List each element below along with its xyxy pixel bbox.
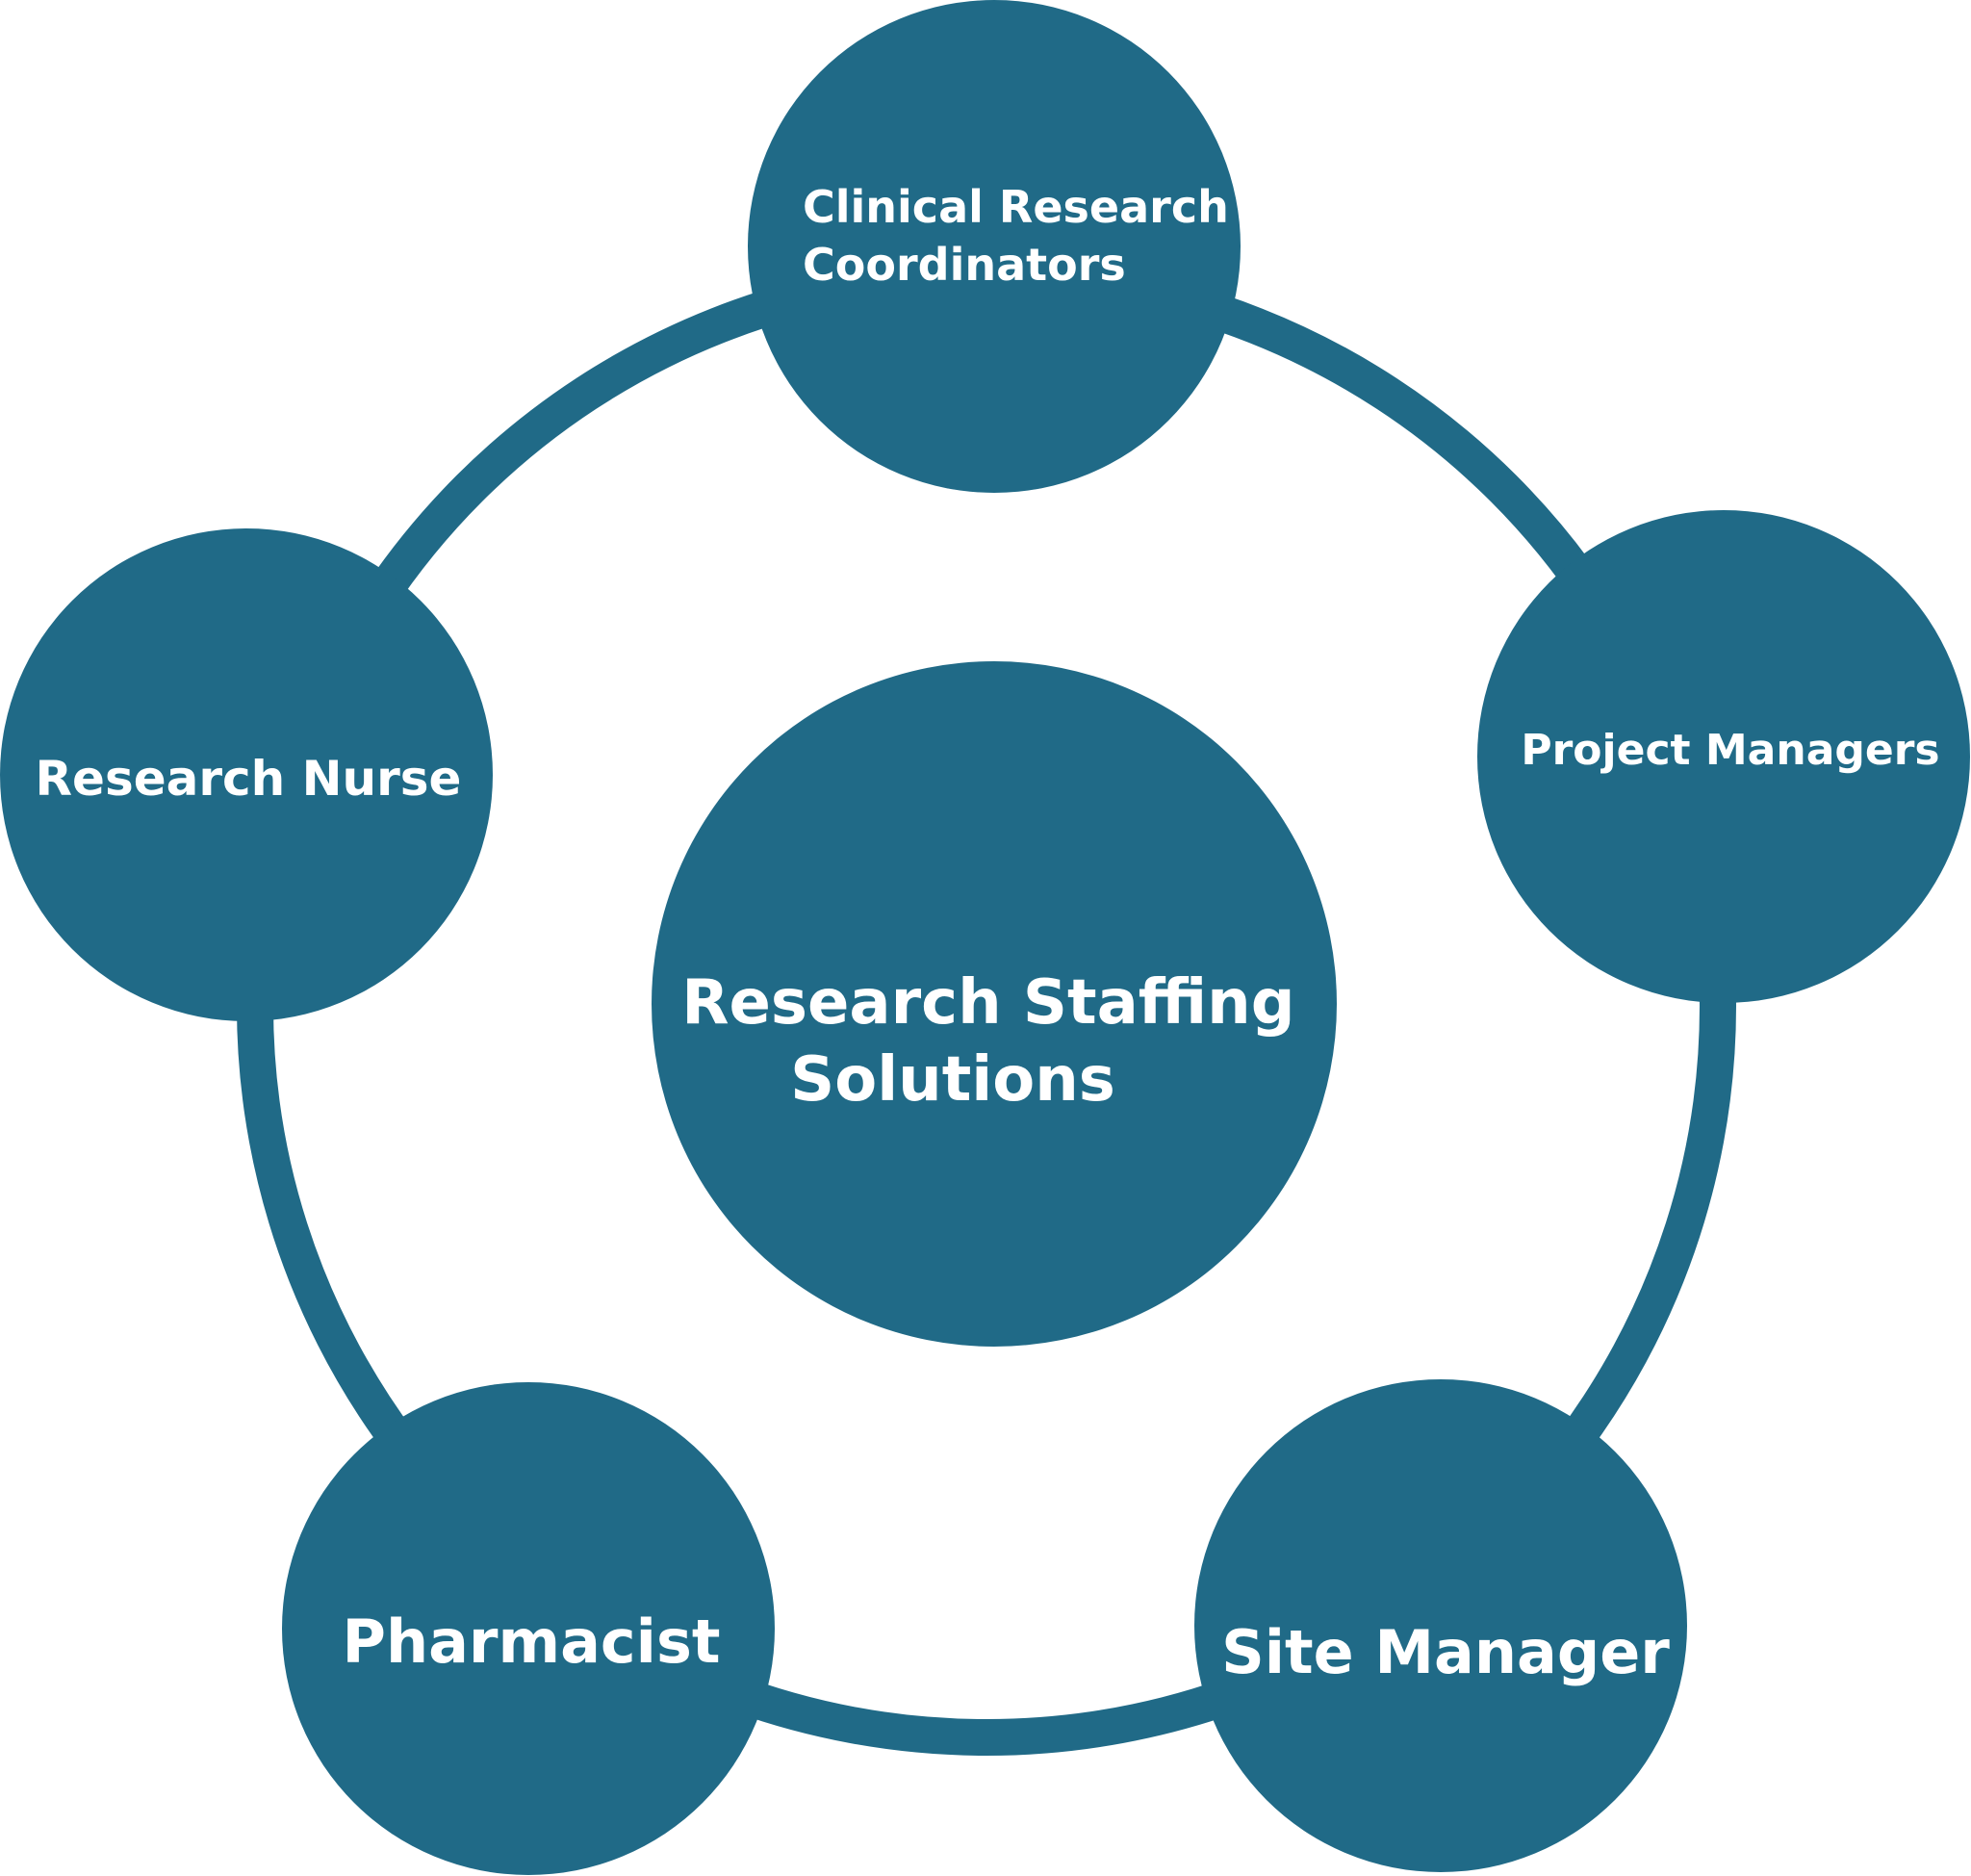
node-circle [0,528,493,1021]
node-circle [1477,510,1970,1003]
node-label: Site Manager [1221,1617,1670,1687]
node-label: Clinical Research Coordinators [803,181,1244,291]
node-label-line-1: Clinical Research [803,181,1229,233]
node-label: Research Nurse [36,751,462,807]
center-label: Research Staffing Solutions [681,967,1317,1116]
node-label-line-1: Project Managers [1521,726,1939,775]
node-label-line-2: Coordinators [803,239,1126,291]
center-node: Research Staffing Solutions [652,661,1337,1347]
center-label-line-1: Research Staffing [681,967,1294,1039]
node-label: Pharmacist [343,1606,721,1677]
node-clinical-research-coordinators[interactable]: Clinical Research Coordinators [748,0,1244,493]
node-project-managers[interactable]: Project Managers [1477,510,1970,1003]
node-circle [1194,1379,1687,1872]
node-circle [748,0,1241,493]
node-research-nurse[interactable]: Research Nurse [0,528,493,1021]
center-circle [652,661,1337,1347]
node-label: Project Managers [1521,726,1939,775]
node-pharmacist[interactable]: Pharmacist [282,1382,775,1875]
node-site-manager[interactable]: Site Manager [1194,1379,1687,1872]
node-circle [282,1382,775,1875]
center-label-line-2: Solutions [790,1044,1115,1116]
node-label-line-1: Pharmacist [343,1606,721,1677]
node-label-line-1: Site Manager [1221,1617,1670,1687]
node-label-line-1: Research Nurse [36,751,462,807]
